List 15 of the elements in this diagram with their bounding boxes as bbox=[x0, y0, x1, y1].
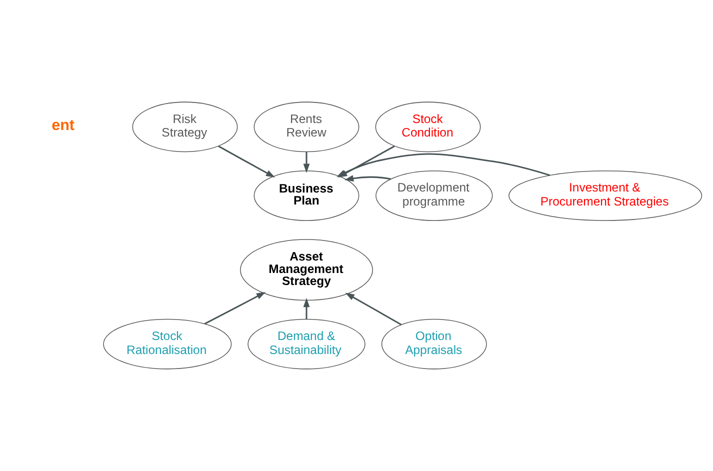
arrow bbox=[345, 292, 402, 326]
arrow bbox=[344, 175, 391, 182]
node-ellipse: Rents Review bbox=[254, 102, 360, 152]
arrow bbox=[218, 146, 276, 178]
node-ellipse: Stock Rationalisation bbox=[103, 318, 232, 370]
node-ellipse: Stock Condition bbox=[375, 102, 481, 152]
node-ellipse: Option Appraisals bbox=[381, 318, 487, 370]
node-ellipse: Demand & Sustainability bbox=[248, 318, 366, 370]
node-ellipse: Investment & Procurement Strategies bbox=[508, 170, 702, 221]
arrow bbox=[204, 292, 266, 325]
node-ellipse: Risk Strategy bbox=[132, 102, 238, 152]
arrow bbox=[303, 152, 310, 173]
arrow bbox=[303, 298, 310, 320]
node-ellipse: Development programme bbox=[376, 170, 493, 221]
label: ent bbox=[52, 116, 75, 134]
